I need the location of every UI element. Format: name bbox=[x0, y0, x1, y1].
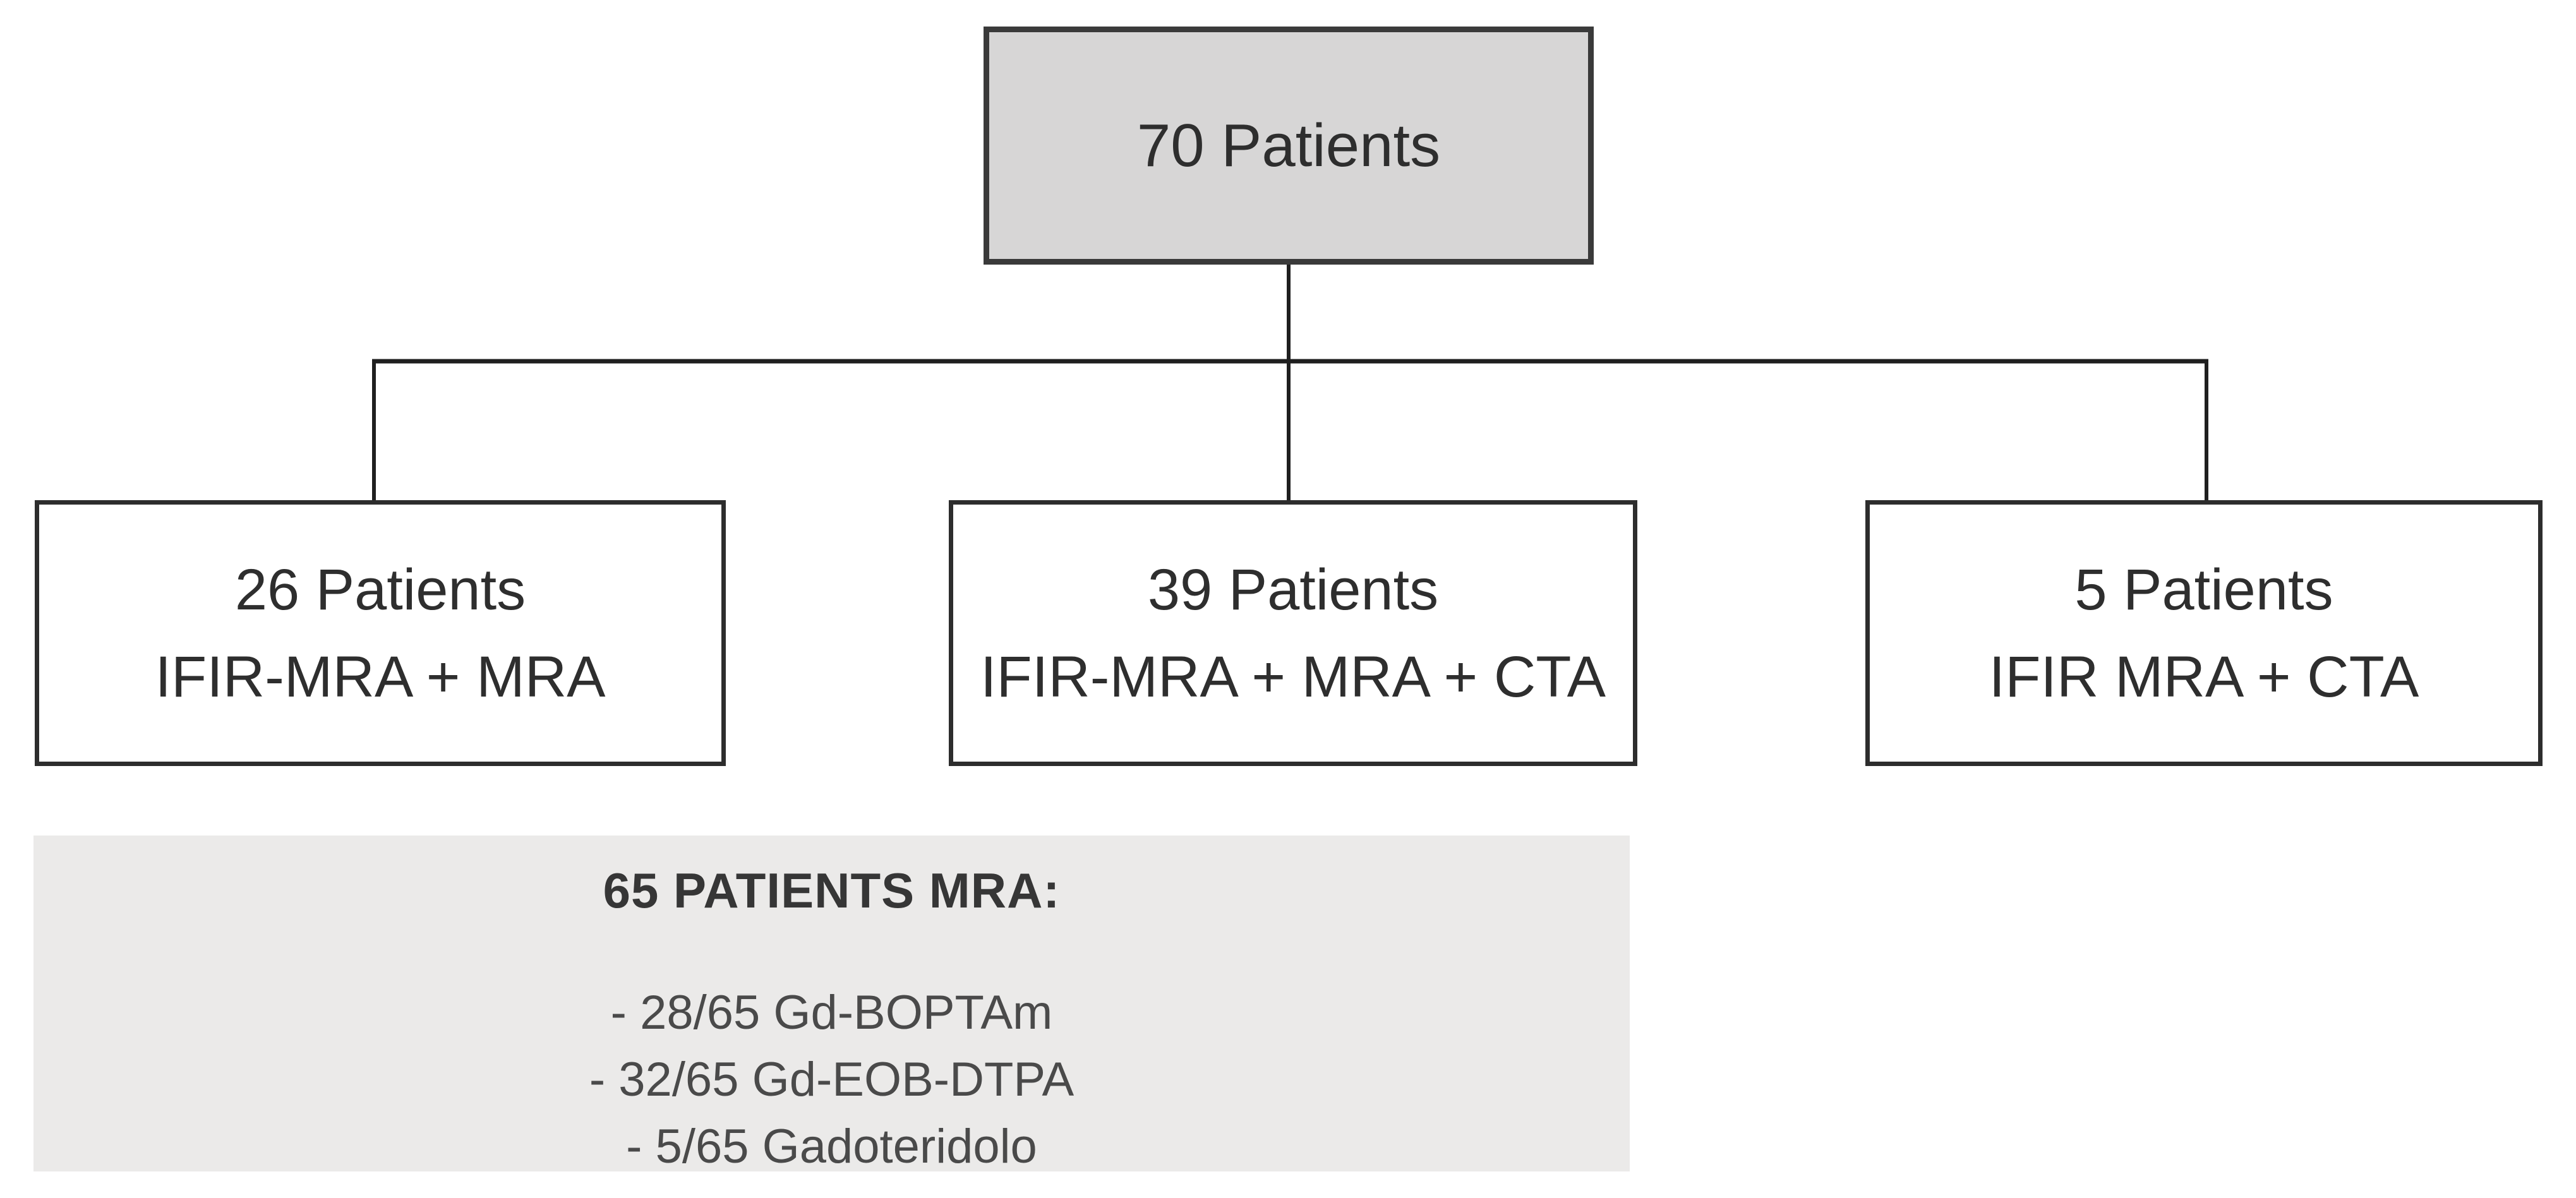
branch-modality: IFIR MRA + CTA bbox=[1989, 644, 2419, 709]
branch-count: 39 Patients bbox=[1147, 557, 1439, 622]
branch-box-ifir-mra-mra: 26 Patients IFIR-MRA + MRA bbox=[35, 500, 726, 766]
branch-count: 5 Patients bbox=[2074, 557, 2333, 622]
branch-modality: IFIR-MRA + MRA bbox=[155, 644, 606, 709]
branch-modality: IFIR-MRA + MRA + CTA bbox=[980, 644, 1606, 709]
note-item-gd-boptam: - 28/65 Gd-BOPTAm bbox=[610, 986, 1053, 1039]
branch-box-ifir-mra-cta: 5 Patients IFIR MRA + CTA bbox=[1865, 500, 2543, 766]
branch-count: 26 Patients bbox=[234, 557, 526, 622]
mra-contrast-note-box: 65 PATIENTS MRA: - 28/65 Gd-BOPTAm - 32/… bbox=[33, 836, 1630, 1173]
root-box-label: 70 Patients bbox=[1136, 111, 1441, 179]
root-box-total-patients: 70 Patients bbox=[984, 27, 1594, 265]
note-title: 65 PATIENTS MRA: bbox=[603, 863, 1061, 918]
branch-box-ifir-mra-mra-cta: 39 Patients IFIR-MRA + MRA + CTA bbox=[949, 500, 1637, 766]
note-item-gd-eob-dtpa: - 32/65 Gd-EOB-DTPA bbox=[589, 1053, 1074, 1106]
note-item-gadoteridolo: - 5/65 Gadoteridolo bbox=[626, 1120, 1037, 1173]
